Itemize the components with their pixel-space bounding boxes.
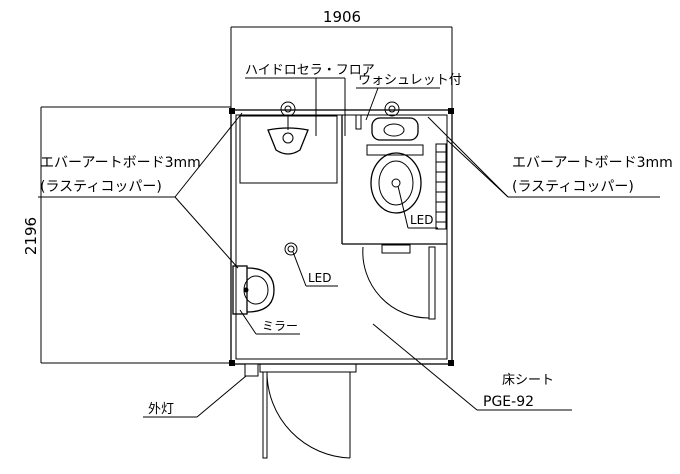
width-dimension: 1906 [230, 8, 453, 108]
toilet-stall [341, 115, 447, 245]
left-wall-board-sublabel: (ラスティコッパー) [40, 179, 162, 195]
left-wall-board-label: エバーアートボード3mm [40, 155, 201, 171]
depth-dimension: 2196 [22, 106, 231, 364]
toilet [355, 101, 424, 214]
urinal [267, 101, 309, 155]
washlet-label: ウォシュレット付 [358, 73, 462, 88]
center-led-light [284, 242, 298, 256]
entrance-door [259, 363, 357, 459]
depth-dimension-label: 2196 [22, 217, 40, 255]
floor-material-label: ハイドロセラ・フロア [245, 63, 375, 78]
leader-lines [38, 77, 660, 418]
exterior-light-fixture [244, 363, 259, 377]
wash-basin [232, 265, 275, 315]
exterior-light-label: 外灯 [148, 402, 174, 417]
floor-sheet-code-label: PGE-92 [483, 394, 534, 410]
stall-door [362, 244, 436, 320]
toilet-led-label: LED [410, 213, 434, 227]
floor-sheet-label: 床シート [502, 373, 554, 388]
width-dimension-label: 1906 [323, 8, 361, 26]
right-wall-board-sublabel: (ラスティコッパー) [512, 179, 634, 195]
center-led-label: LED [308, 271, 332, 285]
right-wall-board-label: エバーアートボード3mm [512, 155, 673, 171]
mirror-label: ミラー [262, 319, 298, 333]
